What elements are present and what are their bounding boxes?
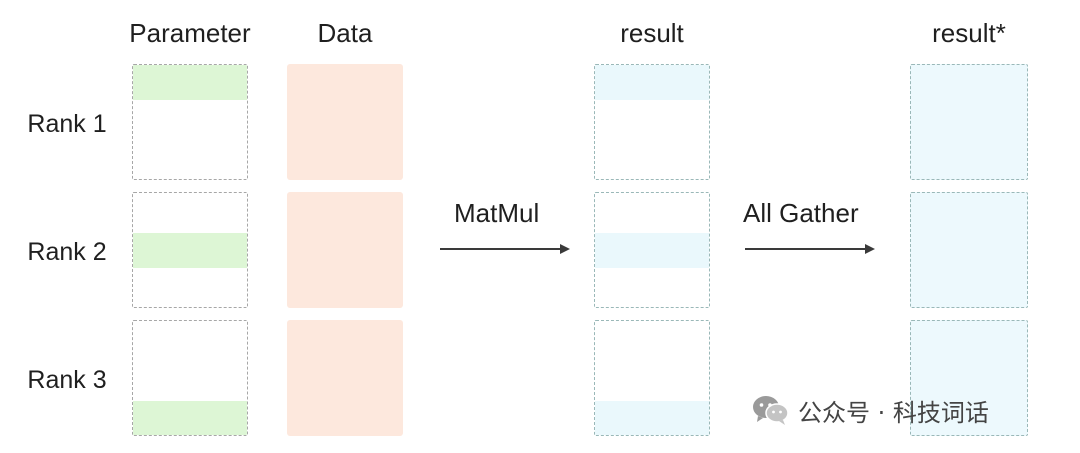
result-column-header: result xyxy=(620,18,684,48)
watermark: 公众号 · 科技词话 xyxy=(752,390,989,430)
parameter-block-rank-2 xyxy=(132,192,248,308)
data-block-rank-1 xyxy=(287,64,403,180)
result-block-rank-3 xyxy=(594,320,710,436)
matmul-arrow xyxy=(440,248,562,250)
result-star-block-rank-1 xyxy=(910,64,1028,180)
result-block-rank-2 xyxy=(594,192,710,308)
data-block-rank-2 xyxy=(287,192,403,308)
data-column-header: Data xyxy=(317,18,373,48)
all-gather-label: All Gather xyxy=(743,198,859,228)
result-slice xyxy=(595,65,709,100)
wechat-icon xyxy=(753,396,789,425)
matmul-label: MatMul xyxy=(454,198,540,228)
matmul-arrow-head xyxy=(560,244,570,254)
all-gather-arrow-head xyxy=(865,244,875,254)
parameter-slice xyxy=(133,233,247,268)
result-block-rank-1 xyxy=(594,64,710,180)
result-star-block-rank-3 xyxy=(910,320,1028,436)
parameter-block-rank-1 xyxy=(132,64,248,180)
result-slice xyxy=(595,401,709,435)
result-star-column-header: result* xyxy=(932,18,1006,48)
watermark-text: 公众号 · 科技词话 xyxy=(798,398,989,427)
parameter-block-rank-3 xyxy=(132,320,248,436)
result-slice xyxy=(595,233,709,268)
rank-1-label: Rank 1 xyxy=(27,110,107,138)
data-block-rank-3 xyxy=(287,320,403,436)
rank-3-label: Rank 3 xyxy=(27,366,107,394)
result-star-block-rank-2 xyxy=(910,192,1028,308)
parameter-column-header: Parameter xyxy=(129,18,251,48)
parameter-slice xyxy=(133,401,247,435)
parameter-slice xyxy=(133,65,247,100)
rank-2-label: Rank 2 xyxy=(27,238,107,266)
all-gather-arrow xyxy=(745,248,867,250)
